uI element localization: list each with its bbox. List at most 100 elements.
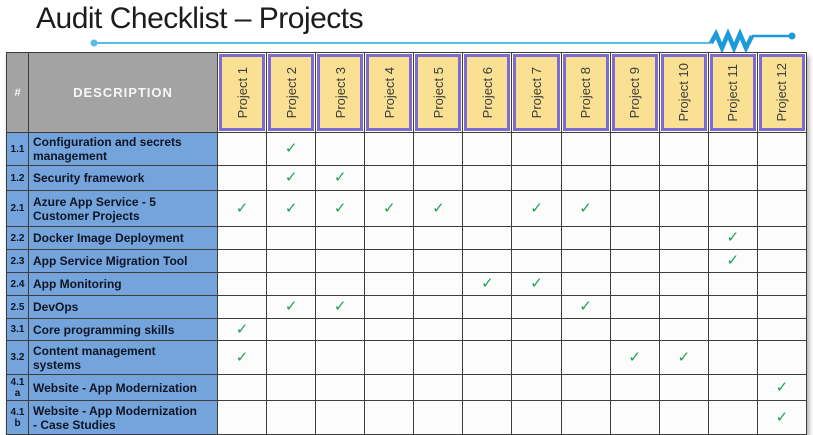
title-underline-zigzag-icon	[90, 28, 796, 54]
check-cell	[609, 249, 660, 274]
check-cell	[462, 340, 513, 376]
row-description: Configuration and secrets management	[28, 131, 218, 167]
check-cell	[315, 272, 366, 297]
check-cell: ✓	[266, 190, 317, 228]
table-header-row: # DESCRIPTION Project 1 Project 2 Projec…	[6, 52, 808, 133]
check-cell	[413, 249, 464, 274]
table-body: 1.1 Configuration and secrets management…	[6, 131, 808, 435]
project-column-header: Project 4	[364, 52, 415, 133]
table-row: 4.1 a Website - App Modernization ✓	[6, 374, 808, 402]
check-cell: ✓	[462, 272, 513, 297]
description-column-header: DESCRIPTION	[28, 52, 218, 133]
checkmark-icon: ✓	[579, 297, 592, 316]
row-description: Website - App Modernization - Case Studi…	[28, 400, 218, 435]
checkmark-icon: ✓	[235, 198, 249, 217]
check-cell	[560, 318, 611, 342]
check-cell	[756, 272, 808, 297]
checkmark-icon: ✓	[530, 198, 543, 217]
checkmark-icon: ✓	[726, 251, 740, 270]
check-cell	[756, 340, 808, 376]
checkmark-icon: ✓	[628, 347, 641, 366]
row-description: App Monitoring	[28, 272, 218, 297]
check-cell	[707, 295, 758, 320]
check-cell	[511, 374, 562, 402]
table-row: 3.1 Core programming skills ✓	[6, 318, 808, 342]
check-cell	[609, 295, 660, 320]
check-cell: ✓	[560, 295, 611, 320]
checkmark-icon: ✓	[235, 319, 249, 338]
check-cell	[462, 226, 513, 251]
check-cell	[413, 318, 464, 342]
check-cell	[707, 340, 758, 376]
check-cell	[756, 318, 808, 342]
check-cell	[560, 400, 611, 435]
check-cell: ✓	[511, 190, 562, 228]
row-description: Website - App Modernization	[28, 374, 218, 402]
check-cell	[364, 165, 415, 192]
page-title: Audit Checklist – Projects	[36, 2, 364, 35]
project-header-label: Project 11	[725, 63, 741, 122]
check-cell: ✓	[707, 249, 758, 274]
check-cell: ✓	[511, 272, 562, 297]
row-number: 2.2	[6, 226, 29, 251]
table-row: 2.4 App Monitoring ✓✓	[6, 272, 808, 297]
check-cell	[707, 190, 758, 228]
row-description: Docker Image Deployment	[28, 226, 218, 251]
check-cell	[216, 374, 268, 402]
check-cell	[413, 131, 464, 167]
check-cell	[707, 374, 758, 402]
checkmark-icon: ✓	[284, 168, 298, 187]
check-cell: ✓	[364, 190, 415, 228]
project-column-header: Project 11	[707, 52, 758, 133]
check-cell	[462, 374, 513, 402]
project-column-header: Project 9	[609, 52, 660, 133]
project-header-chip: Project 1	[219, 54, 266, 131]
check-cell	[364, 400, 415, 435]
check-cell	[756, 249, 808, 274]
project-header-label: Project 1	[234, 66, 250, 119]
row-number: 2.3	[6, 249, 29, 274]
check-cell	[609, 190, 660, 228]
checkmark-icon: ✓	[284, 198, 298, 217]
check-cell: ✓	[315, 190, 366, 228]
check-cell	[216, 272, 268, 297]
project-header-chip: Project 6	[464, 54, 511, 131]
check-cell	[462, 400, 513, 435]
check-cell	[658, 318, 709, 342]
check-cell	[511, 400, 562, 435]
check-cell	[413, 374, 464, 402]
check-cell: ✓	[756, 400, 808, 435]
project-header-chip: Project 5	[415, 54, 462, 131]
check-cell	[216, 400, 268, 435]
project-header-label: Project 4	[381, 66, 397, 119]
check-cell	[609, 374, 660, 402]
checkmark-icon: ✓	[579, 198, 592, 217]
check-cell	[511, 249, 562, 274]
check-cell: ✓	[315, 165, 366, 192]
row-description: DevOps	[28, 295, 218, 320]
project-header-chip: Project 10	[660, 54, 707, 131]
project-header-label: Project 9	[627, 66, 643, 119]
check-cell	[658, 131, 709, 167]
check-cell	[609, 226, 660, 251]
check-cell	[413, 272, 464, 297]
check-cell	[658, 165, 709, 192]
check-cell	[609, 272, 660, 297]
project-header-chip: Project 9	[611, 54, 658, 131]
row-description: Core programming skills	[28, 318, 218, 342]
project-header-label: Project 12	[774, 63, 790, 122]
check-cell	[609, 400, 660, 435]
project-header-chip: Project 2	[268, 54, 315, 131]
check-cell	[413, 226, 464, 251]
table-row: 2.1 Azure App Service - 5 Customer Proje…	[6, 190, 808, 228]
row-number: 2.4	[6, 272, 29, 297]
checkmark-icon: ✓	[333, 198, 347, 217]
row-number: 3.2	[6, 340, 29, 376]
row-number: 4.1 a	[6, 374, 29, 402]
table-row: 3.2 Content management systems ✓✓✓	[6, 340, 808, 376]
checkmark-icon: ✓	[333, 168, 347, 187]
row-number: 2.5	[6, 295, 29, 320]
project-header-chip: Project 4	[366, 54, 413, 131]
number-column-header: #	[6, 52, 29, 133]
check-cell	[707, 272, 758, 297]
